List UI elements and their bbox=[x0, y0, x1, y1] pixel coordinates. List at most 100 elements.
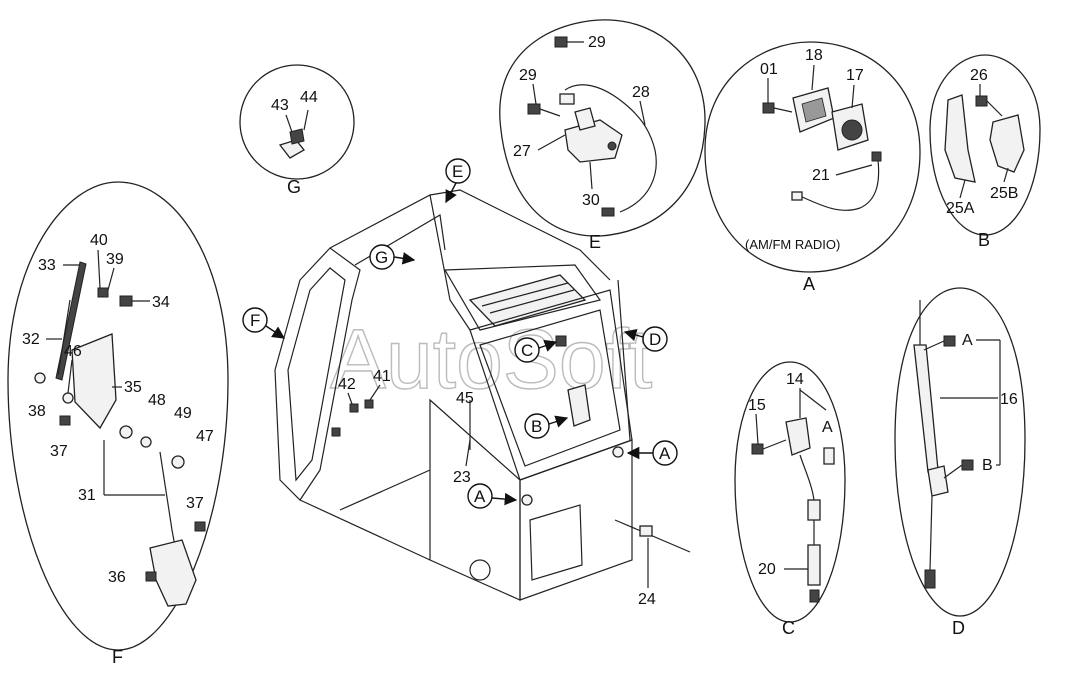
part-label-20: 20 bbox=[758, 561, 776, 578]
cab-speaker-mount bbox=[555, 335, 567, 347]
part-16-hinge bbox=[927, 465, 949, 497]
part-47-nut bbox=[171, 455, 185, 469]
cab-floor-edge bbox=[299, 499, 431, 561]
cab-pillar bbox=[429, 194, 471, 331]
group-c-outline bbox=[734, 361, 846, 623]
cab-a-connector-lower bbox=[521, 494, 533, 506]
group-e-letter: E bbox=[589, 232, 601, 252]
part-26-screw bbox=[975, 95, 1003, 117]
part-15-screw bbox=[751, 439, 787, 455]
part-24-rod bbox=[614, 519, 691, 553]
part-01-screw bbox=[762, 102, 793, 114]
part-20-tip bbox=[809, 589, 820, 603]
part-label-29b: 29 bbox=[519, 67, 537, 84]
group-e: 29 29 28 27 30 E bbox=[499, 19, 706, 252]
callout-a-lower: A bbox=[467, 483, 518, 509]
group-c-letter: C bbox=[782, 618, 795, 638]
group-b-letter: B bbox=[978, 230, 990, 250]
part-label-25b: 25B bbox=[990, 185, 1018, 202]
part-label-24: 24 bbox=[638, 591, 656, 608]
part-28-connector bbox=[601, 207, 615, 217]
part-d-b-screw bbox=[943, 459, 974, 479]
part-42-41-clips bbox=[331, 399, 374, 437]
part-label-16: 16 bbox=[1000, 391, 1018, 408]
part-29-bolt-lower bbox=[527, 103, 561, 117]
group-a: 01 18 17 21 (AM/FM RADIO) A bbox=[704, 41, 921, 294]
callout-e: E bbox=[445, 158, 471, 204]
part-label-48: 48 bbox=[148, 392, 166, 409]
part-16-lower-rod bbox=[929, 495, 933, 571]
group-b: 26 25A 25B B bbox=[929, 54, 1041, 250]
part-label-14: 14 bbox=[786, 371, 804, 388]
cab-antenna-line bbox=[617, 279, 631, 441]
part-label-44: 44 bbox=[300, 89, 318, 106]
part-20-antenna-base bbox=[807, 499, 821, 521]
part-21-connector-top bbox=[871, 151, 882, 162]
callout-a-right-text: A bbox=[659, 444, 671, 463]
part-21-harness bbox=[799, 159, 880, 211]
part-label-46: 46 bbox=[64, 343, 82, 360]
group-g-letter: G bbox=[287, 177, 301, 197]
group-f-outline bbox=[7, 181, 229, 651]
part-39-nut bbox=[97, 287, 109, 298]
cab-roof-front-edge bbox=[329, 189, 611, 281]
part-label-29a: 29 bbox=[588, 34, 606, 51]
cab-seat-bracket bbox=[567, 384, 591, 427]
part-32-wiper-arm bbox=[57, 299, 71, 376]
group-g: 43 44 G bbox=[239, 64, 355, 197]
callout-f-text: F bbox=[250, 311, 260, 330]
cab-roof-panel bbox=[443, 264, 602, 331]
group-g-outline bbox=[239, 64, 355, 180]
group-d-letter: D bbox=[952, 618, 965, 638]
part-label-41: 41 bbox=[373, 368, 391, 385]
part-label-47: 47 bbox=[196, 428, 214, 445]
part-c-label-a: A bbox=[822, 419, 833, 436]
cab-left-door bbox=[274, 247, 361, 501]
part-25a-handle bbox=[944, 94, 976, 183]
part-37-bolt-lower bbox=[194, 521, 206, 532]
part-36-bolt bbox=[145, 571, 157, 582]
radio-caption: (AM/FM RADIO) bbox=[745, 237, 840, 252]
part-label-34: 34 bbox=[152, 294, 170, 311]
part-label-40: 40 bbox=[90, 232, 108, 249]
cab-a-connector-right bbox=[612, 446, 624, 458]
callout-d-text: D bbox=[649, 330, 661, 349]
group-b-outline bbox=[929, 54, 1041, 236]
group-f: 40 33 39 34 32 46 35 38 48 49 47 37 31 3… bbox=[7, 181, 229, 667]
part-27-bracket bbox=[564, 107, 623, 163]
part-c-cable bbox=[799, 454, 815, 501]
cab-wheel-cover bbox=[469, 559, 491, 581]
part-d-label-b: B bbox=[982, 457, 993, 474]
part-label-42: 42 bbox=[338, 376, 356, 393]
part-46-washer bbox=[62, 392, 74, 404]
part-c-a-connector bbox=[823, 447, 835, 465]
callout-g-text: G bbox=[375, 248, 388, 267]
part-label-43: 43 bbox=[271, 97, 289, 114]
callout-g: G bbox=[369, 244, 416, 270]
part-label-21: 21 bbox=[812, 167, 830, 184]
part-label-31: 31 bbox=[78, 487, 96, 504]
part-label-25a: 25A bbox=[946, 200, 975, 217]
part-label-38: 38 bbox=[28, 403, 46, 420]
part-18-speaker-grille bbox=[792, 87, 835, 133]
part-label-18: 18 bbox=[805, 47, 823, 64]
group-e-outline bbox=[499, 19, 706, 237]
group-d-outline bbox=[894, 287, 1026, 617]
part-20-antenna-mast bbox=[807, 544, 821, 586]
part-label-30: 30 bbox=[582, 192, 600, 209]
part-label-27: 27 bbox=[513, 143, 531, 160]
part-16-tip bbox=[924, 569, 936, 589]
callout-d: D bbox=[623, 326, 668, 352]
part-label-45: 45 bbox=[456, 390, 474, 407]
cab-lower-front bbox=[519, 439, 633, 601]
part-label-28: 28 bbox=[632, 84, 650, 101]
part-34-nut-assembly bbox=[119, 295, 150, 307]
part-label-37a: 37 bbox=[50, 443, 68, 460]
part-label-39: 39 bbox=[106, 251, 124, 268]
part-25b-cover bbox=[989, 114, 1025, 173]
callout-b-text: B bbox=[531, 417, 542, 436]
part-38-washer bbox=[34, 372, 46, 384]
part-d-label-a: A bbox=[962, 332, 973, 349]
part-label-01: 01 bbox=[760, 61, 778, 78]
